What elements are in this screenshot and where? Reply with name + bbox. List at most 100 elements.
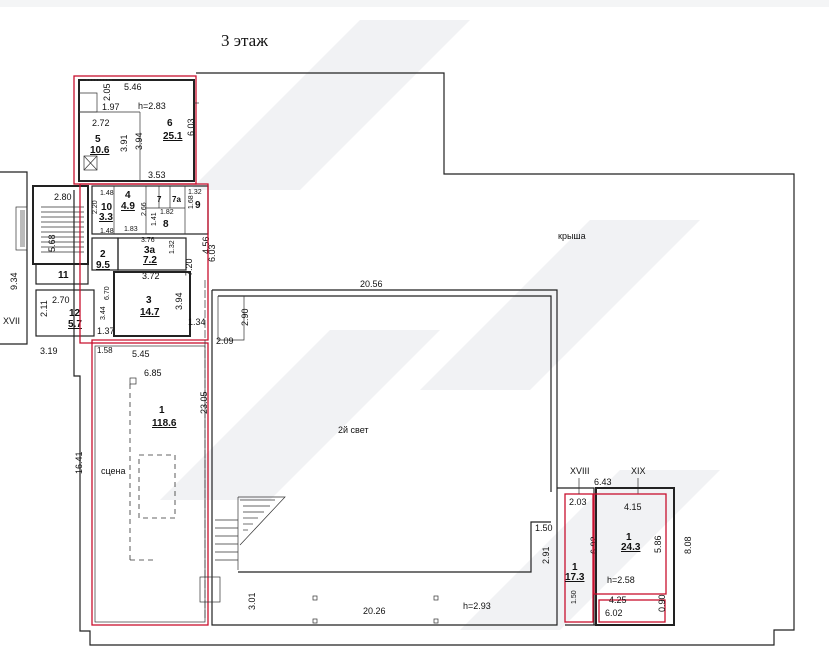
room-1-right-id: 1: [626, 532, 632, 543]
dim-3-94-b: 3.94: [174, 292, 184, 310]
height-top: h=2.83: [138, 101, 166, 111]
dim-3-91: 3.91: [119, 134, 129, 152]
room-3a-id: 3а: [144, 245, 156, 256]
room-1-stage-area: 118.6: [152, 418, 177, 429]
axis-xvii: XVII: [3, 316, 20, 326]
dim-6-03-mid: 6.03: [207, 244, 217, 262]
dim-2-11: 2.11: [39, 300, 49, 317]
dim-2-70: 2.70: [52, 295, 70, 305]
dim-3-76: 3.76: [141, 237, 155, 244]
dim-8-08: 8.08: [683, 536, 693, 554]
room-10-area: 3.3: [99, 212, 113, 223]
room-3a-area: 7.2: [143, 255, 157, 266]
room-11-id: 11: [58, 270, 69, 281]
dim-6-43: 6.43: [594, 477, 612, 487]
room-1-right-area: 24.3: [621, 542, 641, 553]
dim-20-56: 20.56: [360, 279, 383, 289]
dim-6-85: 6.85: [144, 368, 162, 378]
dim-23-05: 23.05: [199, 391, 209, 414]
dim-3-44: 3.44: [100, 306, 107, 320]
dim-1-34: 1.34: [188, 317, 206, 327]
dim-0-90: 0.90: [657, 594, 667, 612]
dim-2-80: 2.80: [54, 192, 72, 202]
roof-label: крыша: [558, 231, 586, 241]
dim-3-94: 3.94: [134, 132, 144, 150]
dim-4-25: 4.25: [609, 595, 627, 605]
top-block: 5.46 2.05 1.97 h=2.83 2.72 6 25.1 6.03 5…: [73, 75, 199, 185]
axis-xviii: XVIII: [570, 466, 590, 476]
dim-1-41: 1.41: [151, 212, 158, 226]
room-12-id: 12: [69, 308, 81, 319]
room-2-area: 9.5: [96, 260, 110, 271]
dim-6-03-top: 6.03: [186, 118, 196, 136]
height-bottom: h=2.93: [463, 601, 491, 611]
room-10-id: 10: [101, 202, 113, 213]
dim-16-41: 16.41: [74, 451, 84, 474]
dim-1-32-b: 1.32: [169, 240, 176, 254]
dim-7-20: 7.20: [184, 258, 194, 276]
dim-2-09: 2.09: [216, 336, 234, 346]
stage-label: сцена: [101, 466, 126, 476]
top-strip: [0, 0, 829, 7]
dim-3-53: 3.53: [148, 170, 166, 180]
dim-2-03: 2.03: [569, 497, 587, 507]
left-wing: 9.34 XVII 3.19: [0, 171, 58, 356]
dim-3-01: 3.01: [247, 592, 257, 610]
height-right: h=2.58: [607, 575, 635, 585]
dim-5-68: 5.68: [47, 234, 57, 252]
dim-1-97: 1.97: [102, 102, 120, 112]
dim-6-70: 6.70: [104, 286, 111, 300]
dim-2-20: 2.20: [92, 200, 99, 214]
room-7a-id: 7а: [172, 195, 181, 204]
dim-1-48-top: 1.48: [100, 190, 114, 197]
dim-1-37: 1.37: [97, 326, 115, 336]
room-7-id: 7: [157, 195, 162, 204]
dim-9-34: 9.34: [9, 272, 19, 290]
dim-3-19: 3.19: [40, 346, 58, 356]
right-rooms: XVIII XIX 6.43 2.03 6.92 1 17.3 1.50 4.1…: [557, 466, 693, 626]
room-1-small-id: 1: [572, 562, 578, 573]
roof-outline: крыша: [73, 72, 795, 646]
room-4-area: 4.9: [121, 201, 135, 212]
stage-hall: 6.85 1 118.6 23.05 16.41 сцена: [74, 280, 209, 626]
room-4-id: 4: [125, 190, 131, 201]
room-5-id: 5: [95, 134, 101, 145]
dim-2-72: 2.72: [92, 118, 110, 128]
room-1-stage-id: 1: [159, 405, 165, 416]
dim-1-83: 1.83: [124, 226, 138, 233]
dim-5-45: 5.45: [132, 349, 150, 359]
room-3-id: 3: [146, 295, 152, 306]
dim-1-50-gallery: 1.50: [535, 523, 553, 533]
dim-3-72: 3.72: [142, 271, 160, 281]
dim-2-91: 2.91: [541, 546, 551, 564]
dim-4-15: 4.15: [624, 502, 642, 512]
room-12-area: 5.7: [68, 319, 82, 330]
room-8-id: 8: [163, 219, 169, 230]
room-9-id: 9: [195, 200, 201, 211]
dim-1-48-bottom: 1.48: [100, 228, 114, 235]
page-title: 3 этаж: [221, 31, 268, 50]
dim-1-68: 1.68: [188, 195, 195, 209]
room-2-id: 2: [100, 249, 106, 260]
room-6-id: 6: [167, 118, 173, 129]
dim-4-56: 4.56: [201, 236, 211, 254]
dim-1-82: 1.82: [160, 209, 174, 216]
room-1-small-area: 17.3: [565, 572, 585, 583]
dim-5-46: 5.46: [124, 82, 142, 92]
room-6-area: 25.1: [163, 131, 183, 142]
service-red-outline: [79, 183, 209, 344]
dim-20-26: 20.26: [363, 606, 386, 616]
watermark: [160, 20, 720, 630]
axis-xix: XIX: [631, 466, 646, 476]
service-block: 2.80 5.68 11 2.70 2.11 12 5.7 3.44 1.37 …: [32, 185, 217, 359]
dim-1-50-small: 1.50: [571, 590, 578, 604]
room-3-area: 14.7: [140, 307, 160, 318]
dim-1-32: 1.32: [188, 189, 202, 196]
dim-5-86: 5.86: [653, 535, 663, 553]
dim-2-90: 2.90: [240, 308, 250, 326]
atrium: 20.56 2й свет 2.90 2.09 3.01 20.26 h=2.9…: [199, 279, 558, 626]
dim-2-66: 2.66: [141, 202, 148, 216]
room-5-area: 10.6: [90, 145, 110, 156]
double-light-label: 2й свет: [338, 425, 369, 435]
